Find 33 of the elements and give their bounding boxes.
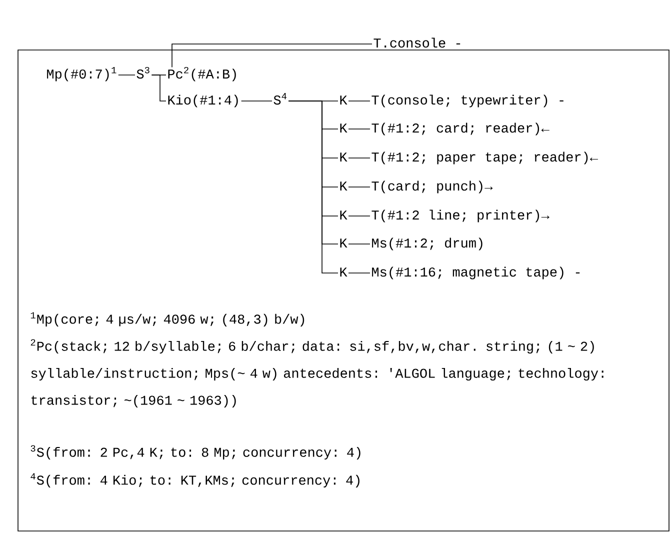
node-text: T(card; punch)→ [372,180,493,194]
footnote-text: $^{4}$S(from: 4 Kio; to: KT,KMs; concurrency: 4) [30,473,360,488]
node-text: Ms(#1:16; magnetic tape) - [372,266,580,280]
node-text: Ms(#1:2; drum) [372,238,482,250]
node-text: K [340,210,348,220]
node-text: K [340,96,348,104]
node-text: K [340,124,348,132]
footnote-text: $^{1}$Mp(core; 4 µs/w; 4096 w; (48,3) b/w) [30,312,304,326]
connector-line [118,74,136,76]
connector-line [240,100,272,102]
node-text: T(#1:2; card; reader)← [372,122,550,136]
node-text: K [340,152,348,162]
connector-line [151,74,166,102]
node-text: K [340,238,348,248]
node-text: T(#1:2 line; printer)→ [372,210,550,222]
footnote-text: $^{3}$S(from: 2 Pc,4 K; to: 8 Mp; concurrency: 4) [30,445,360,460]
node-text: Kio(#1:4) [168,94,238,108]
node-text: T.console - [374,38,460,48]
node-text: Pc$^{2}$(#A:B) [168,66,236,82]
node-text: S$^{3}$ [136,66,150,79]
connector-line [348,100,370,102]
node-text: T(console; typewriter) - [372,94,564,108]
connector-line [348,272,370,274]
connector-line [172,44,372,68]
node-text: K [340,182,348,190]
node-text: S$^{4}$ [274,93,286,105]
connector-line [288,100,338,274]
connector-line [348,186,370,188]
connector-line [348,128,370,130]
node-text: K [340,268,348,276]
node-text: T(#1:2; paper tape; reader)← [372,152,598,164]
footnote-text: $^{2}$Pc(stack; 12 b/syllable; 6 b/char; data: si,sf,bv,w,char. string; (1 ~ 2) syllable/instruction; Mps(~ 4 w) antecedents: 'ALGOL language; technology: transistor; ~(1961 ~ 1963)) [30,339,604,408]
node-text: Mp(#0:7)$^{1}$ [47,67,116,82]
